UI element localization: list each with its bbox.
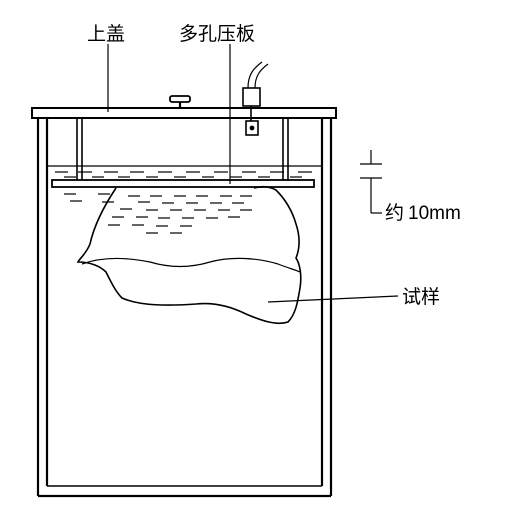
- specimen-fold: [81, 257, 301, 273]
- lid-connector: [242, 61, 269, 136]
- specimen: [76, 185, 302, 325]
- lid-label: 上盖: [87, 23, 125, 45]
- water-surface: [47, 165, 322, 178]
- specimen-label: 试样: [402, 286, 440, 308]
- perforated-plate: [51, 179, 315, 188]
- depth-label-value: 10mm: [408, 203, 461, 224]
- depth-marker: [360, 150, 382, 214]
- water-dashes: [64, 193, 252, 234]
- lid-knob: [169, 95, 191, 103]
- specimen-leader: [267, 295, 399, 303]
- container: [36, 118, 333, 498]
- lid: [31, 61, 337, 136]
- perforated-plate-label: 多孔压板: [179, 23, 255, 45]
- depth-label-prefix: 约: [385, 202, 404, 224]
- support-rods: [76, 118, 289, 180]
